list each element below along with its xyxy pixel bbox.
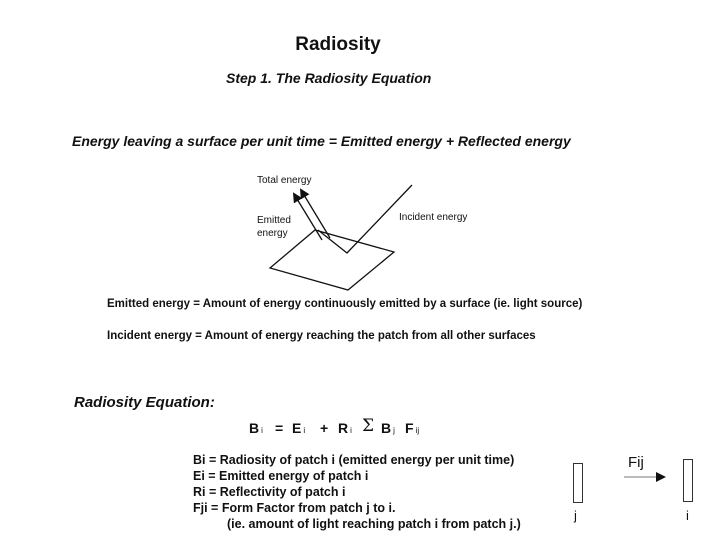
patch-i	[683, 459, 693, 502]
incident-ray	[317, 184, 413, 254]
step-heading: Step 1. The Radiosity Equation	[226, 70, 432, 86]
variable-ei: Ei = Emitted energy of patch i	[193, 469, 369, 483]
variable-fji-note: (ie. amount of light reaching patch i fr…	[227, 517, 521, 531]
patch-j-label: j	[574, 508, 577, 523]
emitted-label-line2: energy	[257, 228, 288, 239]
variable-fji: Fji = Form Factor from patch j to i.	[193, 501, 396, 515]
radiosity-equation-heading: Radiosity Equation:	[74, 394, 215, 411]
eq-equals: =	[275, 420, 284, 436]
emitted-label-line1: Emitted	[257, 215, 291, 226]
incident-energy-label: Incident energy	[399, 212, 468, 223]
variable-ri: Ri = Reflectivity of patch i	[193, 485, 346, 499]
emitted-energy-label: Emitted energy	[257, 214, 291, 240]
emitted-energy-arrow	[292, 192, 323, 241]
eq-plus: +	[320, 420, 329, 436]
variable-definitions: Bi = Radiosity of patch i (emitted energ…	[193, 452, 521, 532]
patch-j	[573, 463, 583, 503]
variable-bi: Bi = Radiosity of patch i (emitted energ…	[193, 453, 515, 467]
incident-energy-definition: Incident energy = Amount of energy reach…	[107, 330, 536, 342]
surface-patch	[268, 229, 396, 291]
total-energy-label: Total energy	[257, 175, 312, 186]
eq-sigma: Σ	[362, 416, 375, 436]
emitted-energy-definition: Emitted energy = Amount of energy contin…	[107, 298, 583, 310]
form-factor-label: Fij	[628, 454, 644, 471]
slide-title: Radiosity	[295, 34, 381, 55]
patch-i-label: i	[686, 508, 689, 523]
total-energy-arrow	[299, 188, 331, 239]
energy-equation: Energy leaving a surface per unit time =…	[72, 133, 571, 149]
